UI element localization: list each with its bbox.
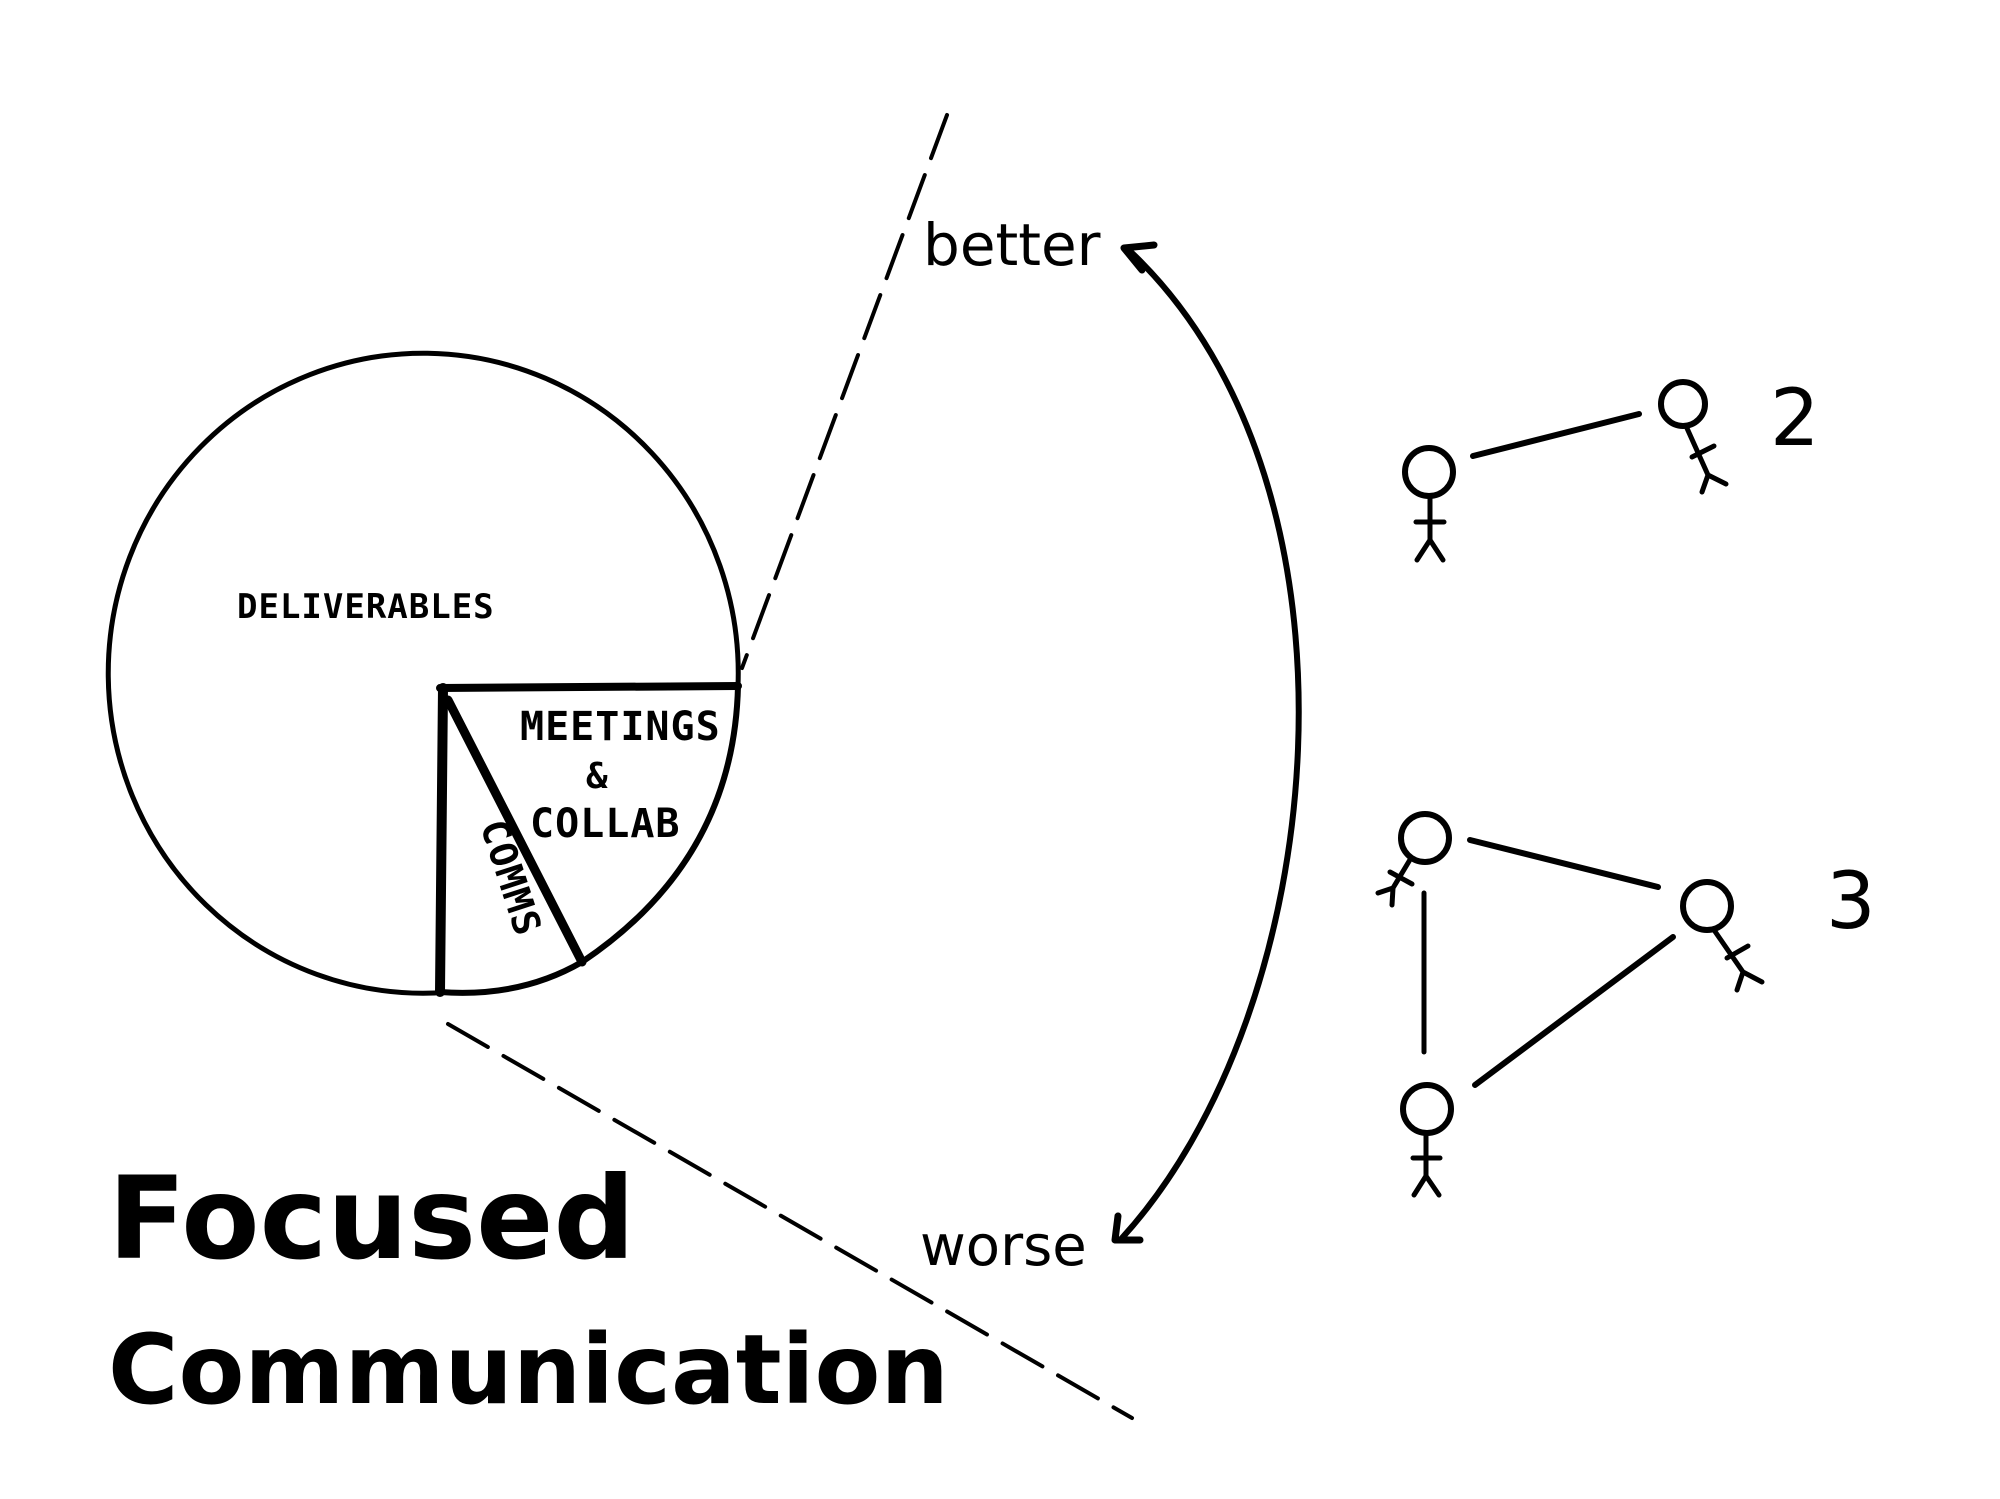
pie-label-ampersand: & — [586, 756, 609, 797]
pie-medium-arc — [579, 683, 741, 965]
person-icon — [1658, 379, 1729, 495]
pie-outline — [105, 350, 741, 996]
arrowhead-top — [1120, 241, 1158, 274]
arrowhead-bottom — [1111, 1212, 1144, 1244]
focus-lines — [446, 113, 1134, 1420]
scale-label-better: better — [923, 211, 1101, 279]
pie-label-deliverables: DELIVERABLES — [237, 587, 495, 627]
group-of-three: 3 — [1375, 811, 1876, 1198]
connection-line — [1472, 934, 1676, 1088]
person-icon — [1375, 811, 1452, 908]
person-icon — [1680, 879, 1765, 993]
pie-slice-boundary-horizontal — [436, 682, 742, 692]
title-line-1: Focused — [108, 1152, 635, 1285]
pie-slice-boundary-diagonal — [443, 695, 587, 967]
pie-label-meetings: MEETINGS — [520, 704, 721, 750]
better-worse-scale: better worse — [920, 211, 1302, 1279]
person-icon — [1400, 1082, 1454, 1198]
scale-label-worse: worse — [920, 1214, 1087, 1279]
diagram-title: Focused Communication — [108, 1152, 949, 1426]
double-headed-arrow-curve — [1119, 250, 1302, 1241]
group-count-two: 2 — [1770, 374, 1820, 464]
pie-slice-boundary-vertical — [435, 683, 448, 997]
title-line-2: Communication — [108, 1314, 949, 1426]
pie-label-collab: COLLAB — [530, 801, 681, 847]
connection-line — [1470, 411, 1642, 459]
dashed-line-lower — [446, 1022, 1134, 1420]
person-icon — [1402, 445, 1456, 563]
group-count-three: 3 — [1826, 857, 1876, 947]
pie-chart: DELIVERABLES MEETINGS & COLLAB COMMS — [105, 350, 742, 997]
pie-small-arc — [437, 959, 585, 996]
group-of-two: 2 — [1402, 374, 1820, 563]
connection-line — [1467, 837, 1661, 890]
dashed-line-upper — [740, 113, 949, 670]
